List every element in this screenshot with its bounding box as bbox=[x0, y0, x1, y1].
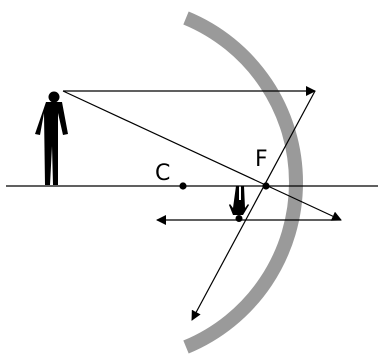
center-of-curvature-label: C bbox=[155, 161, 170, 186]
focal-point-label: F bbox=[255, 147, 268, 172]
image-inverted-woman-icon bbox=[229, 186, 249, 222]
focal-point bbox=[262, 182, 269, 189]
concave-mirror bbox=[186, 18, 296, 347]
object-woman-icon bbox=[35, 92, 68, 186]
center-of-curvature-point bbox=[179, 182, 186, 189]
